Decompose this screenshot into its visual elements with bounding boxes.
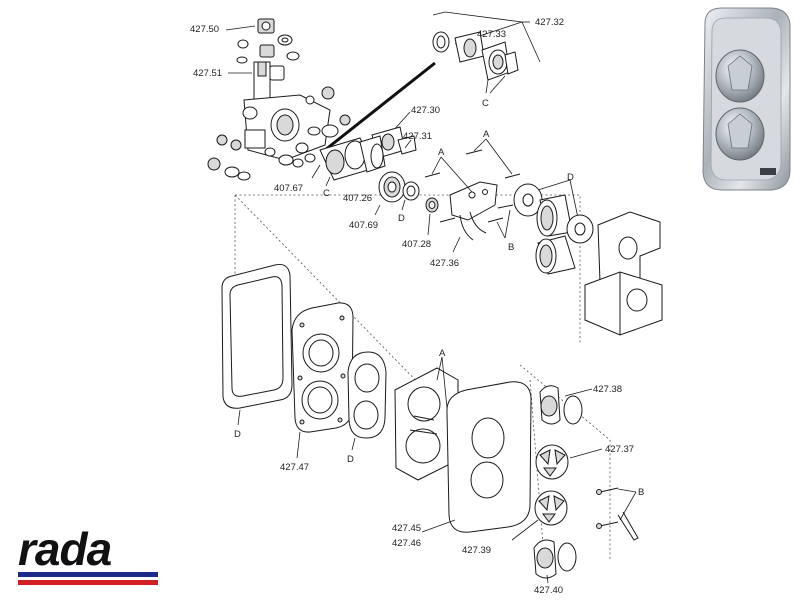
- label-427-51: 427.51: [193, 68, 222, 79]
- label-427-30: 427.30: [411, 105, 440, 116]
- logo-wordmark: rada: [18, 523, 112, 575]
- logo-stripe-red: [18, 580, 158, 585]
- label-427-50: 427.50: [190, 24, 219, 35]
- label-427-36: 427.36: [430, 258, 459, 269]
- screws-a-b: [424, 138, 521, 239]
- part-407-69-nut: [374, 171, 406, 216]
- part-427-51-valve-body: [207, 61, 351, 181]
- letter-a-mid: A: [438, 147, 445, 158]
- part-427-32-cartridge: [432, 11, 541, 94]
- label-427-40: 427.40: [534, 585, 563, 596]
- screws-b-low: [596, 487, 639, 541]
- part-427-47-backplate: [291, 302, 354, 459]
- letter-d-washer: D: [398, 213, 405, 224]
- part-427-38-knob-insert: [539, 385, 593, 425]
- callout-labels: 427.50 427.51 427.32 427.33 427.30 427.3…: [190, 17, 644, 596]
- part-washer-d: [401, 181, 420, 211]
- allen-key: [617, 511, 639, 541]
- label-407-67: 407.67: [274, 183, 303, 194]
- label-407-26: 407.26: [343, 193, 372, 204]
- label-427-47: 427.47: [280, 462, 309, 473]
- label-427-37: 427.37: [605, 444, 634, 455]
- part-407-28: [425, 197, 439, 236]
- logo-stripe-blue: [18, 572, 158, 577]
- letter-d-right: D: [567, 172, 574, 183]
- letter-d-frame: D: [234, 429, 241, 440]
- label-407-69: 407.69: [349, 220, 378, 231]
- letter-c-top: C: [482, 98, 489, 109]
- part-d-frame: [221, 264, 293, 426]
- letter-d-gasket: D: [347, 454, 354, 465]
- letter-c-mid: C: [323, 188, 330, 199]
- label-427-33: 427.33: [477, 29, 506, 40]
- label-427-32: 427.32: [535, 17, 564, 28]
- letter-a-top: A: [483, 129, 490, 140]
- part-block-shroud: [584, 211, 663, 336]
- guide-right: [519, 364, 611, 560]
- letter-a-low: A: [439, 348, 446, 359]
- guide-knobs: [529, 379, 546, 571]
- part-427-36-bracket: [449, 181, 498, 253]
- part-hex-plate: [394, 356, 459, 481]
- part-427-45-cover-plate: [421, 381, 532, 533]
- part-427-40-knob-insert: [533, 539, 577, 584]
- label-427-38: 427.38: [593, 384, 622, 395]
- part-d-rings: [513, 179, 594, 275]
- guide-diagonal: [234, 194, 431, 396]
- part-427-37-knob: [535, 444, 603, 480]
- rada-logo: rada: [18, 523, 158, 585]
- label-427-31: 427.31: [403, 131, 432, 142]
- label-427-46: 427.46: [392, 538, 421, 549]
- part-d-gasket: [347, 351, 387, 451]
- label-427-39: 427.39: [462, 545, 491, 556]
- letter-b-top: B: [508, 242, 514, 253]
- letter-b-low: B: [638, 487, 644, 498]
- part-407-67-cartridge: [311, 135, 386, 187]
- part-427-50-fittings: [225, 18, 300, 64]
- label-427-45: 427.45: [392, 523, 421, 534]
- part-427-39-knob: [511, 490, 568, 541]
- label-407-28: 407.28: [402, 239, 431, 250]
- product-photo: [702, 7, 791, 191]
- explode-bar: [324, 61, 436, 152]
